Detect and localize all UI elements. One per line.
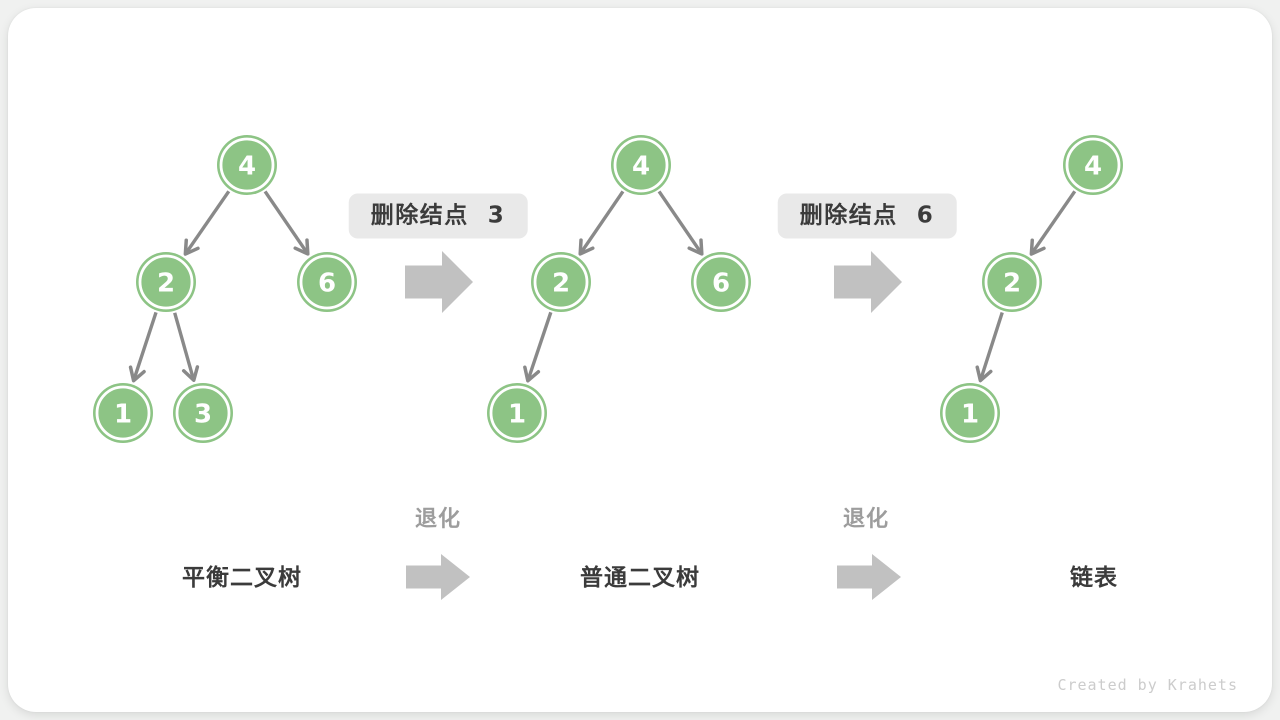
label-degrade-1: 退化 — [414, 507, 462, 532]
delete-node-3-badge: 删除结点 3 — [348, 193, 528, 239]
watermark: Created by Krahets — [1057, 676, 1238, 694]
label-balanced-binary-tree: 平衡二叉树 — [182, 565, 302, 591]
label-linked-list: 链表 — [1070, 565, 1118, 591]
label-degrade-2: 退化 — [842, 507, 890, 532]
label-ordinary-binary-tree: 普通二叉树 — [580, 565, 700, 591]
diagram-card: Created by Krahets — [8, 8, 1272, 712]
delete-node-6-badge: 删除结点 6 — [777, 193, 957, 239]
